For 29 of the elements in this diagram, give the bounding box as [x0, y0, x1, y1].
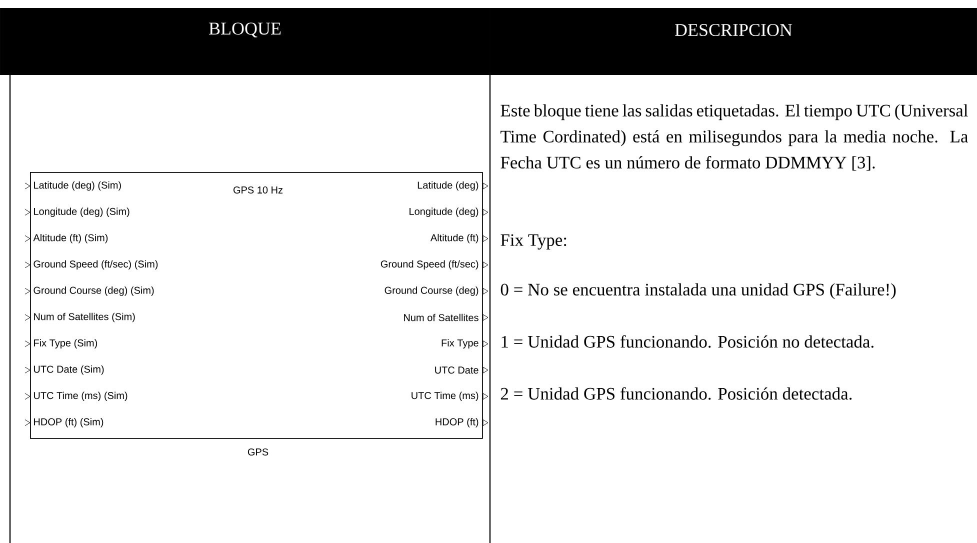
port-label: Ground Course (deg) (Sim) — [34, 286, 154, 296]
port-label: UTC Time (ms) — [412, 392, 478, 402]
port-label: Ground Speed (ft/sec) — [380, 260, 478, 270]
port-label: Fix Type — [442, 339, 478, 348]
port-label: Altitude (ft) (Sim) — [33, 234, 108, 244]
port-label: Longitude (deg) — [410, 208, 478, 217]
port-label: Latitude (deg) — [418, 181, 478, 191]
description-text: 2 = Unidad GPS funcionando. Posición detectada. — [500, 387, 852, 400]
block-caption: GPS — [248, 448, 268, 456]
port-label: Num of Satellites (Sim) — [34, 312, 135, 322]
port-label: Longitude (deg) (Sim) — [34, 208, 130, 217]
description-text: 0 = No se encuentra instalada una unidad GPS (Failure!) — [500, 283, 896, 300]
port-label: Altitude (ft) — [430, 234, 478, 244]
port-label: Ground Course (deg) — [384, 286, 478, 296]
header-cell: DESCRIPCION — [490, 8, 977, 75]
port-label: UTC Time (ms) (Sim) — [34, 392, 128, 402]
port-label: Num of Satellites — [404, 314, 478, 322]
description-text: Este bloque tiene las salidas etiquetadas. El tiempo UTC (Universal Time Cordinated) está en milisegundos para la media noche. La Fecha UTC es un número de formato DDMMYY [3]. — [500, 104, 968, 171]
description-text: 1 = Unidad GPS funcionando. Posición no detectada. — [502, 335, 874, 348]
description-text: Fix Type: — [500, 234, 566, 250]
port-label: UTC Date — [435, 366, 478, 374]
port-label: HDOP (ft) — [436, 418, 478, 428]
port-label: UTC Date (Sim) — [34, 365, 104, 375]
port-label: Fix Type (Sim) — [34, 339, 98, 348]
block-title: GPS 10 Hz — [234, 186, 282, 194]
port-label: HDOP (ft) (Sim) — [34, 418, 104, 428]
header-cell: BLOQUE — [0, 8, 490, 75]
port-label: Ground Speed (ft/sec) (Sim) — [34, 260, 158, 270]
port-label: Latitude (deg) (Sim) — [34, 181, 121, 191]
